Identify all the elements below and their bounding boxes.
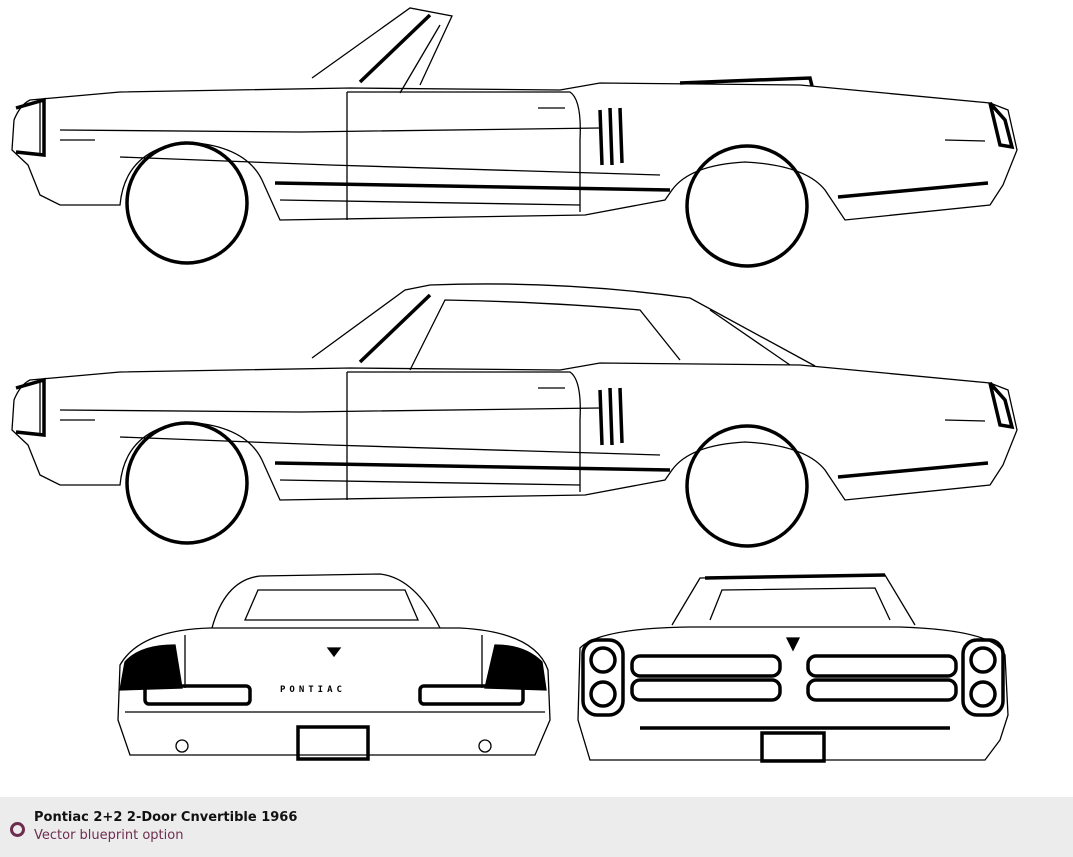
bullet-circle-icon bbox=[10, 822, 25, 837]
pontiac-lettering: PONTIAC bbox=[280, 685, 346, 695]
rear-view: PONTIAC bbox=[117, 573, 551, 761]
side-view-hardtop bbox=[10, 283, 1019, 548]
front-view bbox=[577, 573, 1009, 763]
blueprint-drawing: PONTIAC bbox=[10, 7, 1019, 763]
rear-wheel bbox=[685, 144, 809, 268]
caption-bar bbox=[0, 797, 1073, 857]
front-wheel bbox=[125, 421, 249, 545]
side-view-convertible bbox=[10, 7, 1019, 268]
blueprint-subtitle-link[interactable]: Vector blueprint option bbox=[34, 828, 184, 843]
blueprint-title: Pontiac 2+2 2-Door Cnvertible 1966 bbox=[34, 810, 298, 825]
front-wheel bbox=[125, 141, 249, 265]
rear-wheel bbox=[685, 424, 809, 548]
